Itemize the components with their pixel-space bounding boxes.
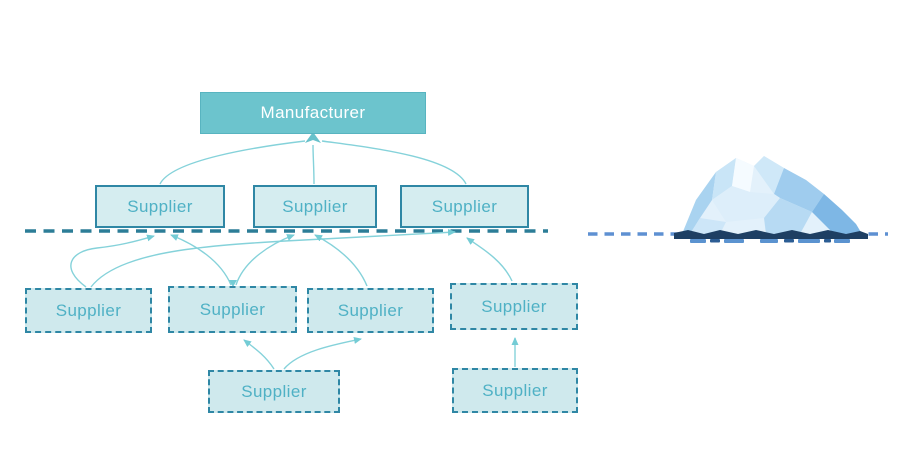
arrow-sub2-to-supplier1 (170, 234, 232, 286)
arrow-sub3-to-supplier2 (314, 234, 368, 287)
tier2-supplier-box-4: Supplier (450, 283, 578, 330)
arrow-sub1-to-supplier1 (70, 234, 155, 288)
tier2-supplier-box-2: Supplier (168, 286, 297, 333)
arrow-supplier2-to-manufacturer (312, 144, 315, 185)
supplier-label: Supplier (241, 381, 307, 401)
manufacturer-box: Manufacturer (200, 92, 426, 134)
tier3-supplier-box-1: Supplier (208, 370, 340, 413)
supplier-label: Supplier (282, 196, 348, 216)
sub2-down-arrowhead (229, 280, 237, 287)
supplier-label: Supplier (337, 300, 404, 320)
tier1-supplier-box-2: Supplier (253, 185, 377, 228)
arrow-sub2-to-supplier2 (235, 234, 295, 286)
supplier-label: Supplier (199, 299, 266, 319)
arrow-supplier3-to-manufacturer (321, 140, 467, 185)
tier1-supplier-box-3: Supplier (400, 185, 529, 228)
arrow-sub1-to-supplier3 (90, 228, 456, 288)
arrow-sub4-to-supplier3 (466, 237, 513, 282)
iceberg-icon (674, 156, 868, 243)
arrow-bottom1-to-sub2 (243, 339, 275, 370)
tier2-supplier-box-1: Supplier (25, 288, 152, 333)
arrow-bottom1-to-sub3 (283, 337, 362, 370)
supplier-label: Supplier (482, 380, 548, 400)
tier3-supplier-box-2: Supplier (452, 368, 578, 413)
supplier-label: Supplier (127, 196, 193, 216)
supplier-label: Supplier (431, 196, 498, 216)
manufacturer-arrowhead (305, 132, 321, 143)
tier2-supplier-box-3: Supplier (307, 288, 434, 333)
arrow-supplier1-to-manufacturer (159, 140, 306, 185)
supplier-label: Supplier (481, 296, 547, 316)
supplier-label: Supplier (55, 300, 122, 320)
manufacturer-label: Manufacturer (260, 103, 366, 122)
tier1-supplier-box-1: Supplier (95, 185, 225, 228)
